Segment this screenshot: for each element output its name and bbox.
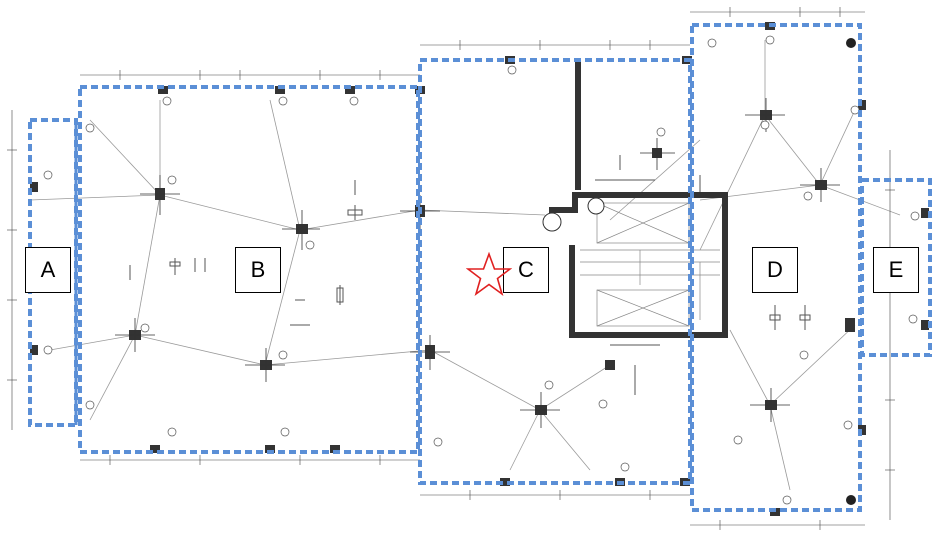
zone-d-label: D <box>752 247 798 293</box>
zone-e-label: E <box>873 247 919 293</box>
column-crosshairs <box>115 98 840 428</box>
dimension-ticks <box>7 7 895 530</box>
zone-e-outline <box>860 178 932 357</box>
core-interior <box>580 202 720 327</box>
zone-c-outline <box>418 58 692 485</box>
zone-b-outline <box>78 85 420 454</box>
grid-bubbles <box>43 35 920 505</box>
bracing-lines <box>29 40 901 491</box>
zone-a-label: A <box>25 247 71 293</box>
structural-walls <box>549 60 728 338</box>
detail-marks <box>129 155 811 395</box>
corner-columns <box>846 38 856 505</box>
zone-c-label: C <box>503 247 549 293</box>
zone-b-label: B <box>235 247 281 293</box>
core-circles <box>542 197 605 232</box>
star-icon <box>466 252 512 297</box>
